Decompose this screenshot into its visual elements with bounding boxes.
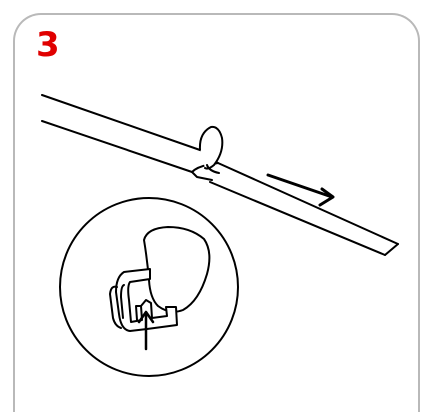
magnifier-circle-icon [59,197,239,377]
rail-icon [41,94,399,256]
clip-icon [191,125,224,181]
arrow-right-down-icon [266,173,335,207]
arrow-up-icon [137,310,155,351]
step-number: 3 [36,25,60,65]
step-frame [13,13,420,412]
